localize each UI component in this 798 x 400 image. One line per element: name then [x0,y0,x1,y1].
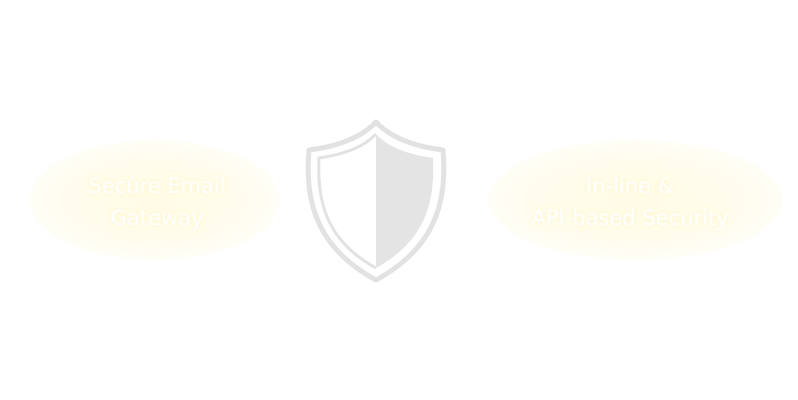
right-label-line2: API-based Security [531,206,729,230]
left-label-line2: Gateway [110,206,204,230]
inline-api-security-label: In-line & API-based Security [500,170,760,234]
right-label-line1: In-line & [585,174,675,198]
shield-icon [305,119,447,283]
left-label-glow [30,140,280,260]
secure-email-gateway-label: Secure Email Gateway [50,170,264,234]
right-label-glow [488,140,783,260]
left-label-line1: Secure Email [88,174,226,198]
